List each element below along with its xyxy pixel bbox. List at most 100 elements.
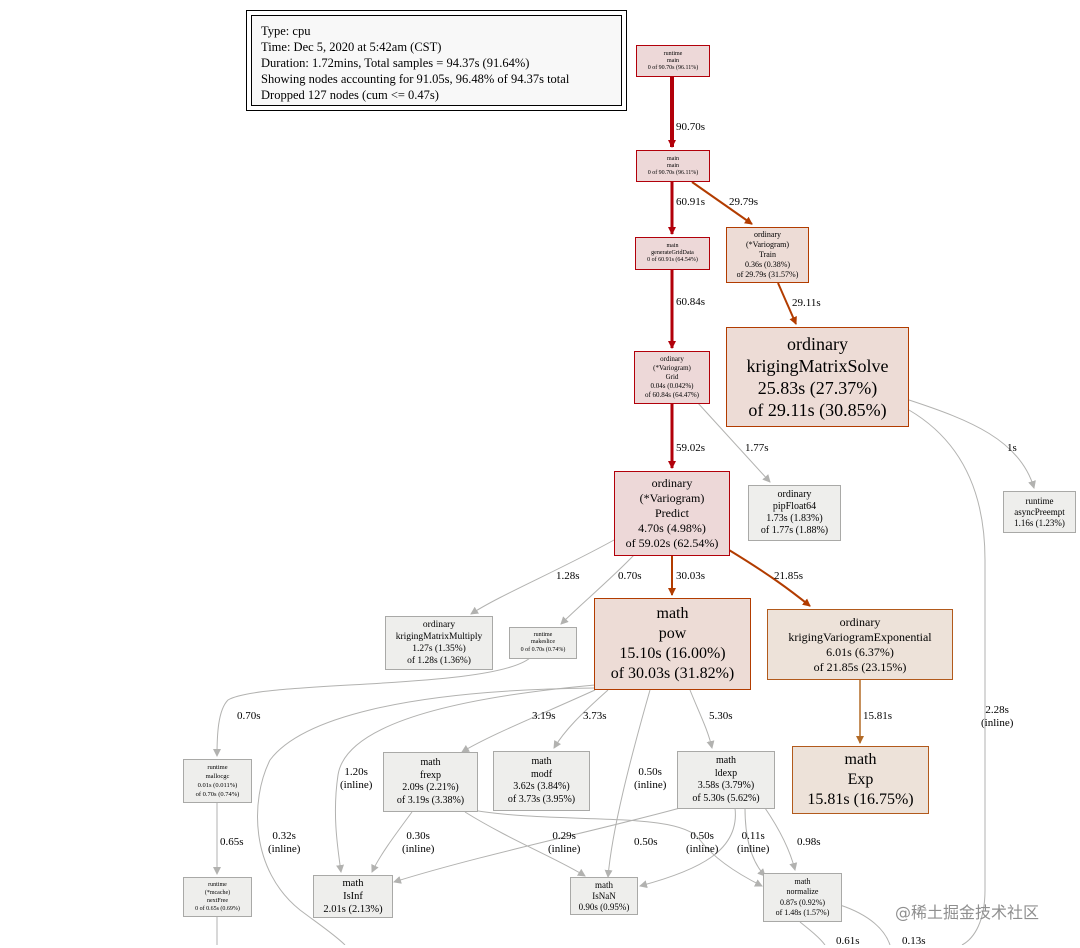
node-ordinary-kriging-variogram-exponential[interactable]: ordinary krigingVariogramExponential 6.0…: [767, 609, 953, 680]
node-label: 0.87s (0.92%): [779, 897, 826, 907]
node-label: mallocgc: [205, 773, 230, 780]
node-main-generate-grid-data[interactable]: main generateGridData 0 of 60.91s (64.54…: [635, 237, 710, 270]
legend-dropped: Dropped 127 nodes (cum <= 0.47s): [261, 88, 439, 102]
edge-label-pow-isinf: 1.20s (inline): [340, 766, 372, 792]
edge-predict-to-multiply: [470, 539, 615, 615]
node-runtime-makeslice[interactable]: runtime makeslice 0 of 0.70s (0.74%): [509, 627, 577, 659]
node-label: 4.70s (4.98%): [638, 521, 706, 535]
edge-label-runtime-main: 90.70s: [676, 121, 705, 134]
node-label: ordinary: [422, 620, 456, 630]
edge-label-text: 59.02s: [676, 442, 706, 454]
node-label: of 59.02s (62.54%): [625, 536, 719, 550]
edge-label-text: 0.11s: [741, 830, 765, 842]
node-math-isnan[interactable]: math IsNaN 0.90s (0.95%): [570, 877, 638, 915]
node-label: makeslice: [531, 639, 555, 646]
legend-time: Time: Dec 5, 2020 at 5:42am (CST): [261, 40, 442, 54]
node-math-pow[interactable]: math pow 15.10s (16.00%) of 30.03s (31.8…: [594, 598, 751, 690]
node-label: main: [666, 243, 679, 249]
edge-pow-to-isnan: [604, 689, 651, 878]
edge-label-frexp-isinf: 0.30s (inline): [402, 830, 434, 856]
node-label: 3.62s (3.84%): [513, 781, 570, 792]
node-label: (*Variogram): [639, 491, 705, 505]
node-label: of 21.85s (23.15%): [813, 659, 907, 674]
edge-label-text: 3.19s: [532, 710, 556, 722]
edge-label-text: 0.50s: [638, 766, 662, 778]
edge-label-text: 0.50s: [634, 836, 658, 848]
edge-label-solve-async: 1s: [1007, 442, 1017, 455]
node-label: (*mcache): [204, 890, 231, 896]
edge-label-text: 29.79s: [729, 196, 759, 208]
edge-label-text: 0.61s: [836, 935, 860, 947]
edge-ldexp-to-normalize-b: [744, 807, 766, 877]
edge-label-text: 0.65s: [220, 836, 244, 848]
node-math-ldexp[interactable]: math ldexp 3.58s (3.79%) of 5.30s (5.62%…: [677, 751, 775, 809]
node-label: ordinary: [787, 334, 848, 354]
node-label: ordinary: [660, 355, 684, 363]
edge-label-text: 1.28s: [556, 570, 580, 582]
profile-legend: Type: cpu Time: Dec 5, 2020 at 5:42am (C…: [246, 10, 627, 111]
edge-train-to-solve: [777, 282, 797, 325]
node-label: 0 of 0.65s (0.69%): [195, 906, 240, 912]
edge-label-bottom-b: 0.13s: [902, 935, 926, 948]
node-label: 2.09s (2.21%): [402, 782, 459, 793]
node-label: of 1.48s (1.57%): [775, 908, 830, 917]
node-label: math: [716, 755, 736, 766]
node-label: 6.01s (6.37%): [826, 644, 894, 659]
node-label: 0.36s (0.38%): [744, 260, 791, 269]
edge-frexp-to-isnan: [464, 811, 586, 877]
node-runtime-async-preempt[interactable]: runtime asyncPreempt 1.16s (1.23%): [1003, 491, 1076, 533]
edge-label-generate-grid: 60.84s: [676, 296, 705, 309]
node-label: of 5.30s (5.62%): [692, 792, 760, 804]
edge-label-solve-down: 2.28s (inline): [981, 704, 1013, 730]
node-label: runtime: [1025, 495, 1054, 506]
node-label: Predict: [655, 506, 689, 520]
node-ordinary-pip-float64[interactable]: ordinary pipFloat64 1.73s (1.83%) of 1.7…: [748, 485, 841, 541]
edge-label-text: 90.70s: [676, 121, 706, 133]
node-ordinary-variogram-grid[interactable]: ordinary (*Variogram) Grid 0.04s (0.042%…: [634, 351, 710, 404]
edge-frexp-to-normalize: [471, 809, 763, 887]
node-label: 0 of 90.70s (96.11%): [647, 64, 699, 71]
edge-label-text: 5.30s: [709, 710, 733, 722]
edge-label-grid-predict: 59.02s: [676, 442, 705, 455]
node-label: runtime: [208, 882, 227, 888]
node-ordinary-variogram-predict[interactable]: ordinary (*Variogram) Predict 4.70s (4.9…: [614, 471, 730, 556]
node-label: ordinary: [777, 489, 812, 500]
node-label: of 1.77s (1.88%): [760, 525, 829, 536]
node-label: math: [794, 876, 811, 886]
node-label: of 60.84s (64.47%): [644, 391, 700, 399]
edge-label-text: 60.91s: [676, 196, 706, 208]
node-label: generateGridData: [651, 250, 694, 256]
node-main-main[interactable]: main main 0 of 90.70s (96.11%): [636, 150, 710, 182]
edge-label-mallocgc-nextfree: 0.65s: [220, 836, 244, 849]
node-label: Grid: [665, 373, 679, 381]
node-label: math: [656, 605, 689, 622]
node-ordinary-kriging-matrix-solve[interactable]: ordinary krigingMatrixSolve 25.83s (27.3…: [726, 327, 909, 427]
node-label: Train: [758, 250, 777, 259]
edge-label-text: 0.32s: [272, 830, 296, 842]
node-label: math: [531, 756, 552, 767]
node-math-modf[interactable]: math modf 3.62s (3.84%) of 3.73s (3.95%): [493, 751, 590, 811]
node-math-normalize[interactable]: math normalize 0.87s (0.92%) of 1.48s (1…: [763, 873, 842, 922]
edge-label-text: 0.13s: [902, 935, 926, 947]
node-label: 1.16s (1.23%): [1014, 517, 1065, 528]
edge-label-text: 1s: [1007, 442, 1017, 454]
node-label: of 1.28s (1.36%): [407, 656, 471, 666]
node-label: 0 of 0.70s (0.74%): [520, 646, 566, 653]
node-math-isinf[interactable]: math IsInf 2.01s (2.13%): [313, 875, 393, 918]
edge-label-text: 60.84s: [676, 296, 706, 308]
node-ordinary-kriging-matrix-multiply[interactable]: ordinary krigingMatrixMultiply 1.27s (1.…: [385, 616, 493, 670]
edge-label-pow-ldexp: 5.30s: [709, 710, 733, 723]
node-math-exp[interactable]: math Exp 15.81s (16.75%): [792, 746, 929, 814]
node-math-frexp[interactable]: math frexp 2.09s (2.21%) of 3.19s (3.38%…: [383, 752, 478, 812]
node-label: of 30.03s (31.82%): [610, 665, 735, 682]
node-label: 15.81s (16.75%): [807, 791, 914, 808]
edge-pow-to-modf: [553, 689, 609, 749]
node-label: main: [667, 57, 679, 64]
node-ordinary-variogram-train[interactable]: ordinary (*Variogram) Train 0.36s (0.38%…: [726, 227, 809, 283]
edge-label-grid-pip: 1.77s: [745, 442, 769, 455]
node-runtime-mallocgc[interactable]: runtime mallocgc 0.01s (0.011%) of 0.70s…: [183, 759, 252, 803]
node-label: 15.10s (16.00%): [619, 645, 726, 662]
node-runtime-mcache-nextfree[interactable]: runtime (*mcache) nextFree 0 of 0.65s (0…: [183, 877, 252, 917]
node-runtime-main[interactable]: runtime main 0 of 90.70s (96.11%): [636, 45, 710, 77]
node-label: main: [667, 162, 679, 169]
